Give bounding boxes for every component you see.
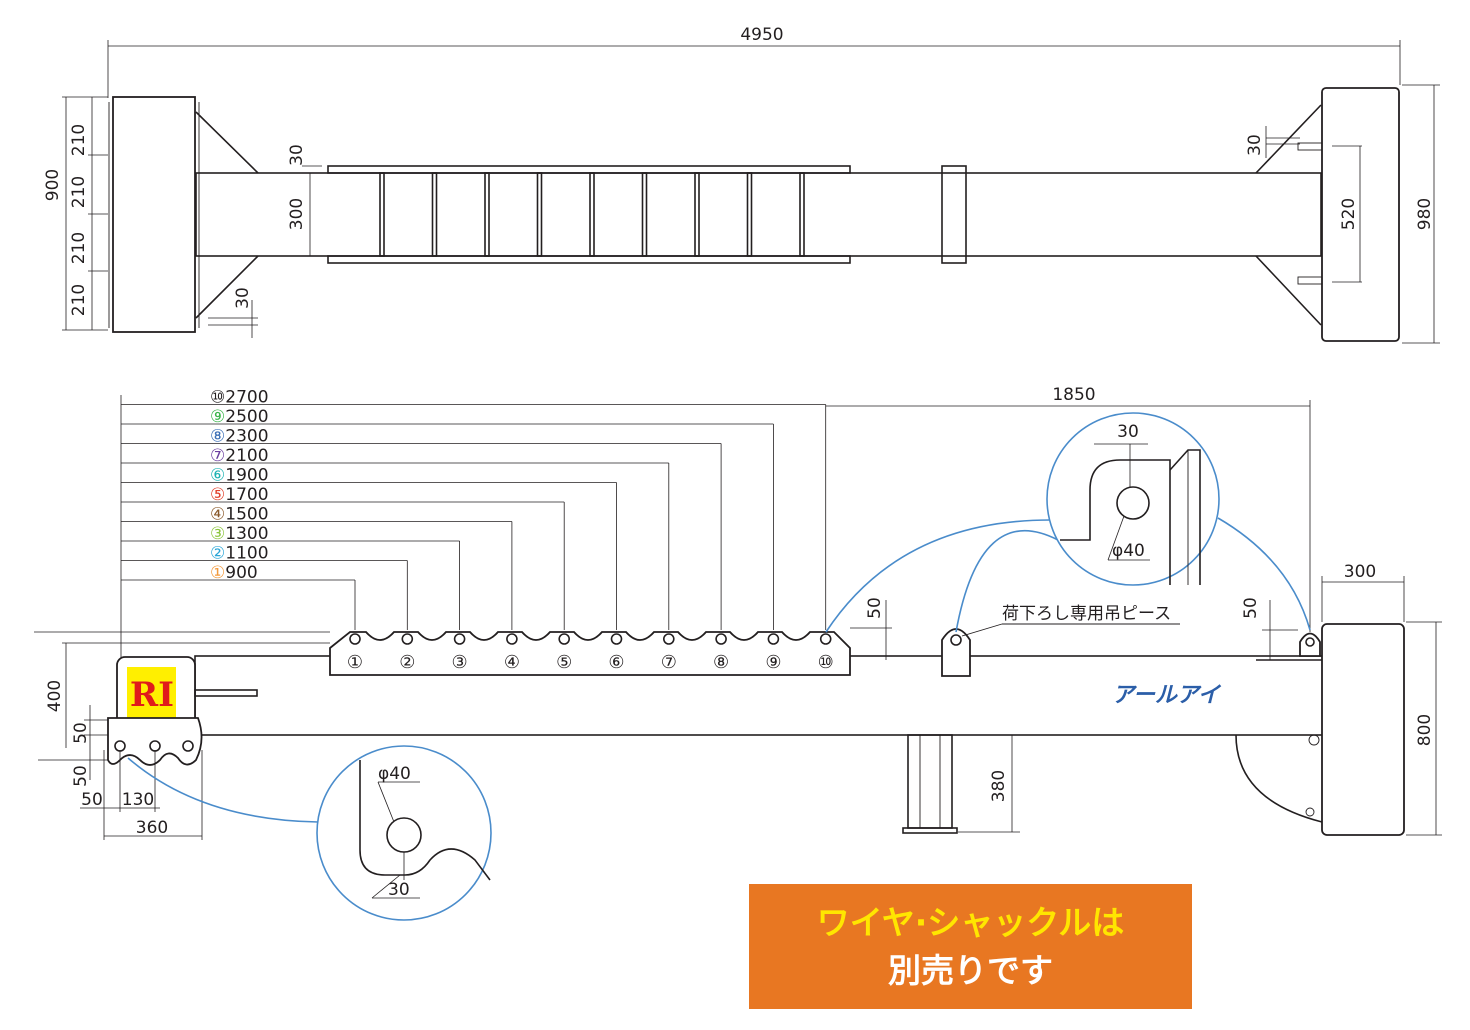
detail-top: 30 φ40: [825, 412, 1311, 633]
position-dim-label: ⑧2300: [210, 427, 269, 447]
hole-label: ⑥: [608, 652, 624, 673]
dim-left-210-a: 210: [69, 124, 89, 156]
support-leg: [907, 734, 953, 829]
detail-top-circle: [1046, 412, 1220, 586]
hanger-hole: [349, 633, 361, 645]
hole-label: ①: [347, 652, 363, 673]
hanger-hole: [401, 633, 414, 645]
hole-label: ③: [452, 652, 468, 673]
dim-left-bottom-a: 50: [81, 790, 103, 810]
position-dim-label: ④1500: [210, 505, 269, 525]
hanger-hole: [610, 633, 623, 645]
dim-left-900: 900: [43, 169, 63, 201]
top-rung: [536, 172, 543, 257]
dim-right-height: 800: [1415, 714, 1435, 746]
dim-left-offset-b: 50: [71, 765, 91, 787]
top-left-end-block: [112, 96, 196, 333]
position-dim-label: ⑦2100: [210, 446, 269, 466]
position-dim-label: ②1100: [210, 544, 269, 564]
dim-leg-height: 380: [989, 770, 1009, 802]
hole-label: ④: [504, 652, 520, 673]
position-dim-label: ⑩2700: [210, 388, 269, 408]
top-rung: [431, 172, 438, 257]
ri-logo-text: RI: [130, 675, 174, 715]
hanger-hole: [453, 633, 466, 645]
hole-label: ⑩: [818, 652, 834, 673]
hole-label: ⑨: [765, 652, 781, 673]
top-clamp-block: [941, 165, 967, 264]
dim-right-end-width: 300: [1344, 562, 1376, 582]
position-dim-label: ⑨2500: [210, 407, 269, 427]
dim-left-height: 400: [45, 680, 65, 712]
detail-bottom-hole: φ40: [378, 764, 411, 784]
detail-bottom-r: 30: [388, 880, 410, 900]
hole-label: ⑤: [556, 652, 572, 673]
right-end-arc: [1235, 734, 1323, 823]
side-view: ①900②1100③1300④1500⑤1700⑥1900⑦2100⑧2300⑨…: [34, 385, 1442, 840]
top-rungs: [379, 172, 805, 257]
hole-label: ⑧: [713, 652, 729, 673]
detail-top-hole: φ40: [1112, 541, 1145, 561]
dim-beam-width: 300: [287, 198, 307, 230]
hanger-hole: [506, 633, 518, 645]
hole-label: ②: [399, 652, 415, 673]
top-main-beam: [195, 172, 1322, 257]
position-dim-label: ③1300: [210, 524, 269, 544]
position-dim-label: ⑥1900: [210, 466, 269, 486]
dim-right-lug-height: 50: [1241, 597, 1261, 619]
top-grating-lower-rail: [327, 255, 851, 264]
dim-left-210-b: 210: [69, 176, 89, 208]
side-right-end-block: [1321, 623, 1405, 836]
top-rung: [484, 172, 490, 257]
dim-left-offset-a: 50: [71, 722, 91, 744]
hanger-lug-bar: [329, 631, 851, 676]
hanger-hole: [715, 633, 727, 645]
detail-bottom: φ40 30: [127, 745, 492, 921]
position-dimensions: ①900②1100③1300④1500⑤1700⑥1900⑦2100⑧2300⑨…: [120, 388, 827, 660]
hanger-holes: ① ② ③ ④ ⑤ ⑥ ⑦ ⑧ ⑨ ⑩: [347, 633, 834, 673]
position-dim-label: ①900: [210, 563, 258, 583]
hanger-hole: [767, 633, 780, 645]
lifting-piece: [941, 628, 971, 677]
dim-right-inner: 520: [1339, 198, 1359, 230]
dim-left-bottom-b: 130: [122, 790, 154, 810]
lifting-piece-label: 荷下ろし専用吊ピース: [1002, 604, 1171, 624]
dim-left-210-c: 210: [69, 232, 89, 264]
position-dim-label: ⑤1700: [210, 485, 269, 505]
dim-right-gap: 30: [1245, 134, 1265, 156]
dim-left-width: 360: [136, 818, 168, 838]
dim-right-span: 1850: [1052, 385, 1095, 405]
detail-top-r: 30: [1117, 422, 1139, 442]
top-rung: [799, 172, 805, 257]
hanger-hole: [819, 633, 832, 645]
top-rung: [589, 172, 595, 257]
dim-right-total: 980: [1415, 198, 1435, 230]
brand-text: アールアイ: [1112, 683, 1222, 708]
dim-overall-length: 4950: [740, 25, 783, 45]
top-grating-upper-rail: [327, 165, 851, 174]
top-rung: [379, 172, 385, 257]
hanger-hole: [662, 633, 675, 645]
ri-logo: [127, 667, 176, 718]
dim-lower-gap: 30: [233, 287, 253, 309]
notice-line-2: 別売りです: [888, 950, 1053, 990]
top-rung: [746, 172, 753, 257]
dim-lug-height: 50: [865, 597, 885, 619]
dim-beam-gap: 30: [287, 144, 307, 166]
notice-banner: ワイヤ·シャックルは 別売りです: [749, 884, 1192, 1009]
dim-left-210-d: 210: [69, 284, 89, 316]
hanger-hole: [558, 633, 571, 645]
top-rung: [641, 172, 648, 257]
top-view: 4950 210 210 210 210 900: [43, 25, 1440, 344]
hole-label: ⑦: [661, 652, 677, 673]
notice-line-1: ワイヤ·シャックルは: [816, 902, 1125, 942]
top-rung: [694, 172, 700, 257]
top-right-end-block: [1321, 87, 1400, 342]
